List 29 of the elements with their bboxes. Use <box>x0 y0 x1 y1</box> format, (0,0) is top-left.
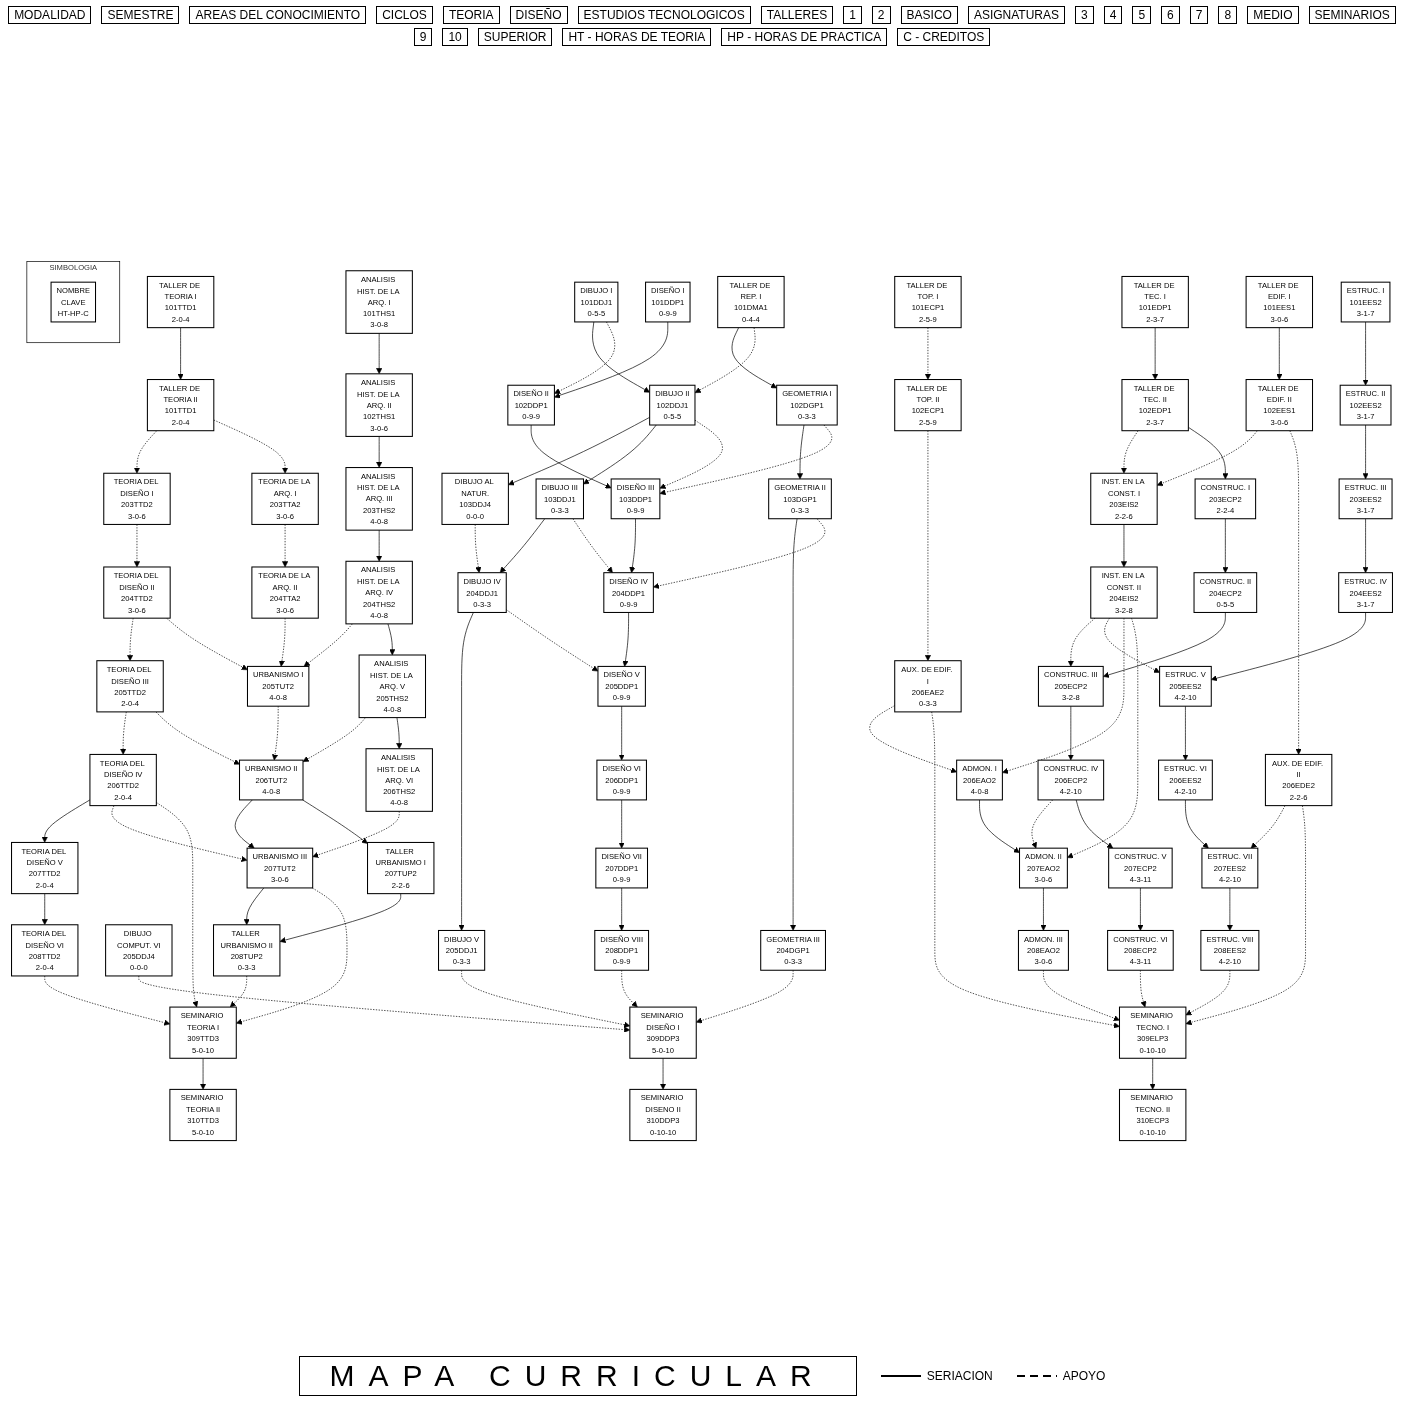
header-label: HP - HORAS DE PRACTICA <box>721 28 888 46</box>
header-label: HT - HORAS DE TEORIA <box>562 28 712 46</box>
header-label: 2 <box>871 6 891 24</box>
header-label: TALLERES <box>760 6 834 24</box>
header-label: C - CREDITOS <box>897 28 991 46</box>
header-label: SUPERIOR <box>477 28 553 46</box>
header-label: ESTUDIOS TECNOLOGICOS <box>577 6 751 24</box>
header-label: MODALIDAD <box>8 6 92 24</box>
header-label: MEDIO <box>1247 6 1299 24</box>
header-label: TEORIA <box>442 6 500 24</box>
legend-label: APOYO <box>1062 1369 1106 1383</box>
header-label: 9 <box>413 28 433 46</box>
header-label: 10 <box>442 28 468 46</box>
header-label: BASICO <box>900 6 958 24</box>
header-label: 4 <box>1103 6 1123 24</box>
header-label: 6 <box>1161 6 1180 24</box>
caption: MAPA CURRICULAR <box>298 1356 857 1396</box>
header-label: 7 <box>1189 6 1209 24</box>
legend-label: SERIACION <box>926 1369 993 1383</box>
header-label: 8 <box>1218 6 1238 24</box>
header-label: CICLOS <box>376 6 433 24</box>
header-label: DISEÑO <box>509 6 568 24</box>
header-label: 5 <box>1132 6 1152 24</box>
header-label: SEMINARIOS <box>1308 6 1396 24</box>
header-label: 1 <box>843 6 862 24</box>
header-label: 3 <box>1075 6 1094 24</box>
header-label: SEMESTRE <box>101 6 180 24</box>
header-label: ASIGNATURAS <box>967 6 1066 24</box>
header-label: AREAS DEL CONOCIMIENTO <box>189 6 367 24</box>
